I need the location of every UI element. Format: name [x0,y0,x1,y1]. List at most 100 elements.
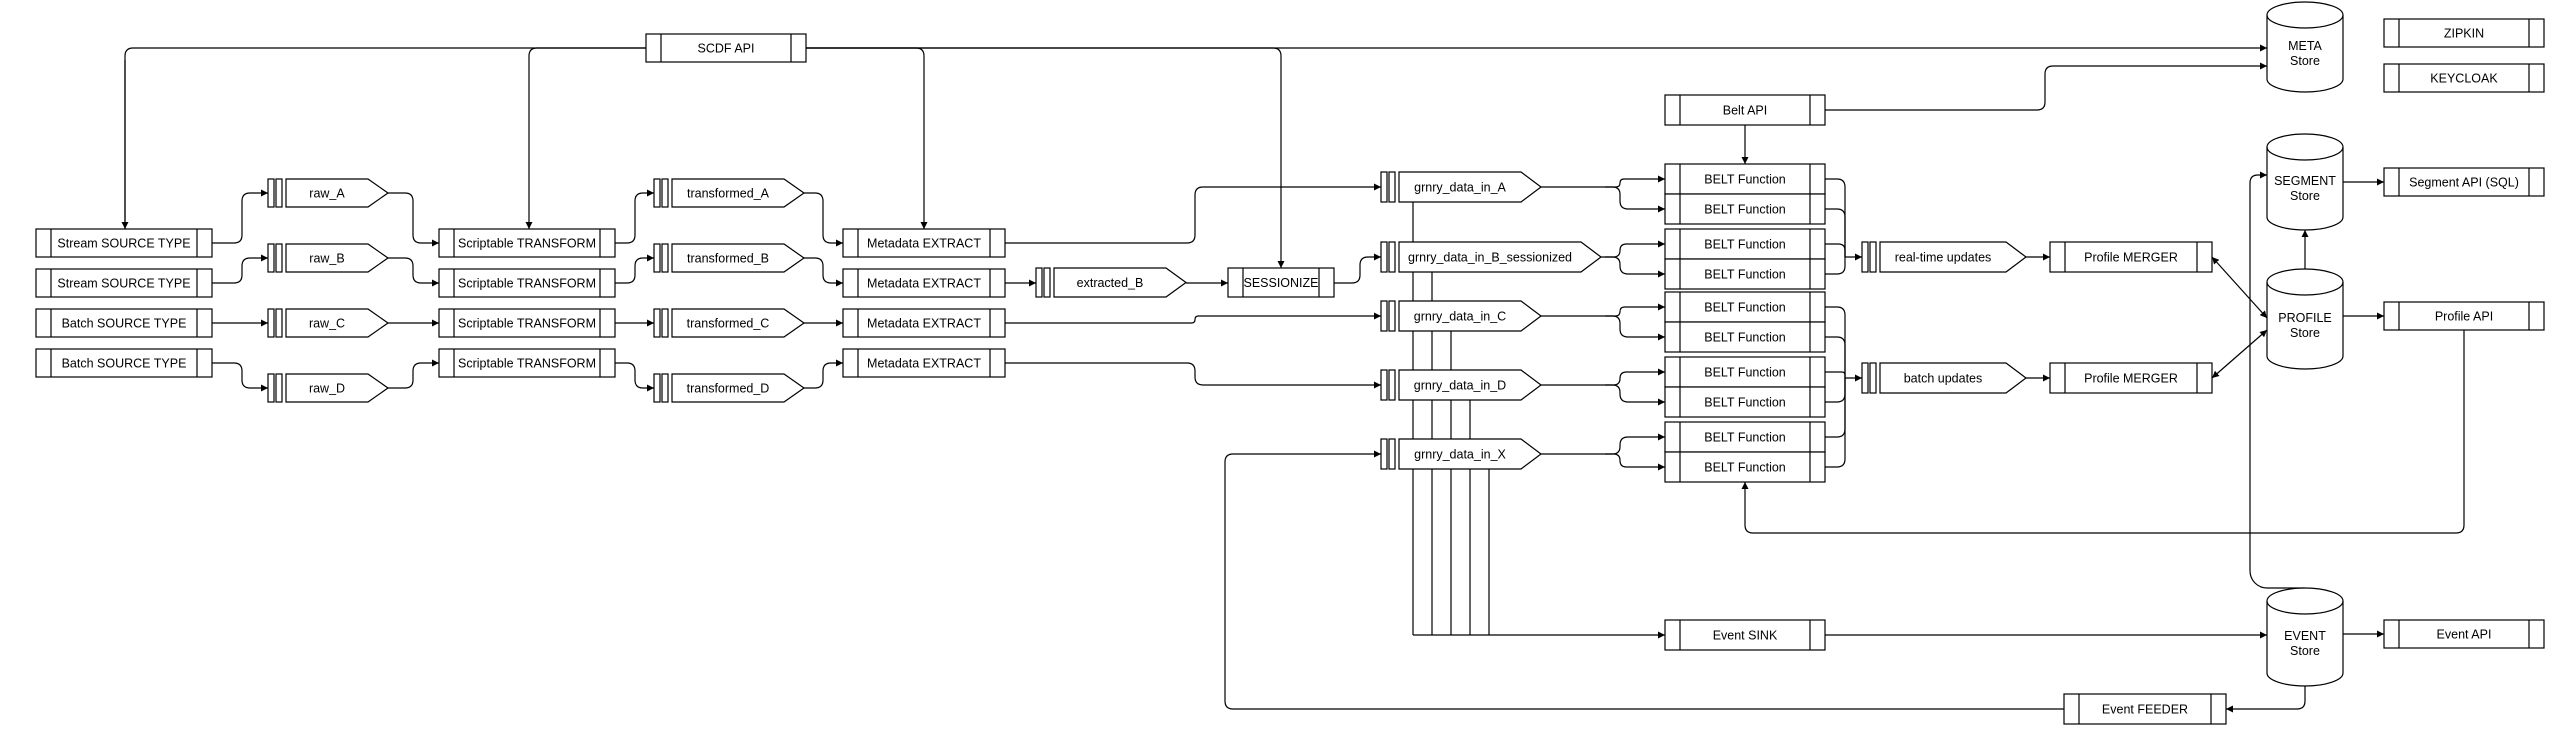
process-tr1: Scriptable TRANSFORM [438,228,616,258]
edge-raw-d-tr4 [388,359,439,389]
queue-g-a: grnry_data_in_A [1380,171,1542,203]
edge-grnry-belt-3a [1541,368,1665,386]
process-label: BELT Function [1704,237,1786,251]
process-bf3: BELT Function [1664,228,1826,260]
process-sess: SESSIONIZE [1227,267,1335,298]
queue-label: transformed_B [687,251,769,265]
queue-label: grnry_data_in_D [1414,378,1506,392]
edge-belt-api-to-meta [1825,62,2267,111]
process-label: Scriptable TRANSFORM [458,316,596,330]
process-label: BELT Function [1704,300,1786,314]
queue-label: raw_D [309,381,345,395]
queue-g-b: grnry_data_in_B_sessionized [1380,241,1602,273]
process-label: BELT Function [1704,202,1786,216]
process-bf9: BELT Function [1664,421,1826,453]
queue-label: raw_A [309,186,345,200]
edge-belt-rt-1 [1825,208,1846,257]
process-label: Metadata EXTRACT [867,356,981,370]
edge-event-to-segment [2249,171,2305,589]
store-label-type: Store [2290,644,2320,658]
process-label: Segment API (SQL) [2409,175,2519,189]
process-src2: Stream SOURCE TYPE [35,268,213,298]
store-label-type: Store [2290,189,2320,203]
queue-t-d: transformed_D [653,373,806,403]
edge-grnry-belt-2a [1541,303,1665,317]
edge-me4-g-d [1005,362,1381,389]
process-label: SESSIONIZE [1243,276,1318,290]
edge-grnry-belt-4b [1605,453,1665,471]
edge-grnry-belt-0a [1541,175,1665,188]
edge-t-a-me1 [804,192,843,247]
process-label: Metadata EXTRACT [867,316,981,330]
edge-grnry-belt-0b [1605,186,1665,213]
queue-raw-a: raw_A [267,178,390,208]
process-bf4: BELT Function [1664,258,1826,290]
edge-pm1-profile [2211,256,2268,319]
store-label-name: PROFILE [2278,311,2332,325]
edge-t-b-me2 [804,257,843,287]
process-label: Metadata EXTRACT [867,236,981,250]
edge-tr2-t-b [615,254,654,284]
process-belt-api: Belt API [1664,94,1826,126]
queue-t-a: transformed_A [653,178,806,208]
process-bf6: BELT Function [1664,321,1826,353]
process-zipkin: ZIPKIN [2383,18,2545,48]
process-bf10: BELT Function [1664,451,1826,483]
queue-label: grnry_data_in_A [1414,180,1506,194]
store-label-name: META [2288,39,2322,53]
edge-src1-raw-a [212,189,268,244]
process-label: Event FEEDER [2102,702,2188,716]
process-label: Event API [2437,627,2492,641]
queue-label: grnry_data_in_X [1414,447,1506,461]
queue-label: grnry_data_in_B_sessionized [1408,250,1572,264]
queue-g-d: grnry_data_in_D [1380,369,1542,401]
queue-ext-b: extracted_B [1035,267,1188,298]
process-label: BELT Function [1704,460,1786,474]
edge-src4-raw-d [212,362,268,392]
edge-belt-batch-3 [1825,378,1846,403]
queue-label: real-time updates [1895,250,1992,264]
queue-g-x: grnry_data_in_X [1380,438,1542,470]
queue-label: transformed_D [687,381,770,395]
edge-pm2-profile [2211,329,2268,379]
queue-label: transformed_A [687,186,770,200]
edge-belt-rt-2 [1825,243,1846,257]
edge-belt-batch-2 [1825,371,1846,378]
edge-grnry-belt-2b [1605,315,1665,341]
queue-raw-c: raw_C [267,308,390,338]
process-label: SCDF API [698,41,755,55]
edge-belt-rt-0 [1825,178,1846,257]
process-tr4: Scriptable TRANSFORM [438,348,616,378]
process-label: BELT Function [1704,267,1786,281]
edge-belt-batch-5 [1825,378,1846,468]
edge-scdf-to-transform [525,47,646,229]
edge-t-d-me4 [804,359,843,389]
process-bf8: BELT Function [1664,386,1826,418]
process-label: Belt API [1723,103,1767,117]
edge-feeder-to-g-x [1224,450,2064,710]
edge-tr1-t-a [615,189,654,244]
process-seg-api: Segment API (SQL) [2383,167,2545,197]
process-label: Scriptable TRANSFORM [458,356,596,370]
edge-me1-g-a [1005,183,1381,244]
edge-event-to-feeder [2226,675,2306,713]
process-profile-api: Profile API [2383,301,2545,331]
queue-raw-b: raw_B [267,243,390,273]
process-label: Scriptable TRANSFORM [458,276,596,290]
queue-label: raw_B [309,251,344,265]
edge-me3-g-c [1005,312,1381,324]
process-tr2: Scriptable TRANSFORM [438,268,616,298]
store-label-name: EVENT [2284,629,2326,643]
process-label: BELT Function [1704,172,1786,186]
edge-raw-a-tr1 [388,192,439,247]
process-me3: Metadata EXTRACT [842,308,1006,338]
edge-grnry-belt-1a [1541,240,1665,258]
process-pm2: Profile MERGER [2049,362,2213,394]
process-label: BELT Function [1704,395,1786,409]
queue-raw-d: raw_D [267,373,390,403]
process-bf1: BELT Function [1664,163,1826,195]
process-src3: Batch SOURCE TYPE [35,308,213,338]
